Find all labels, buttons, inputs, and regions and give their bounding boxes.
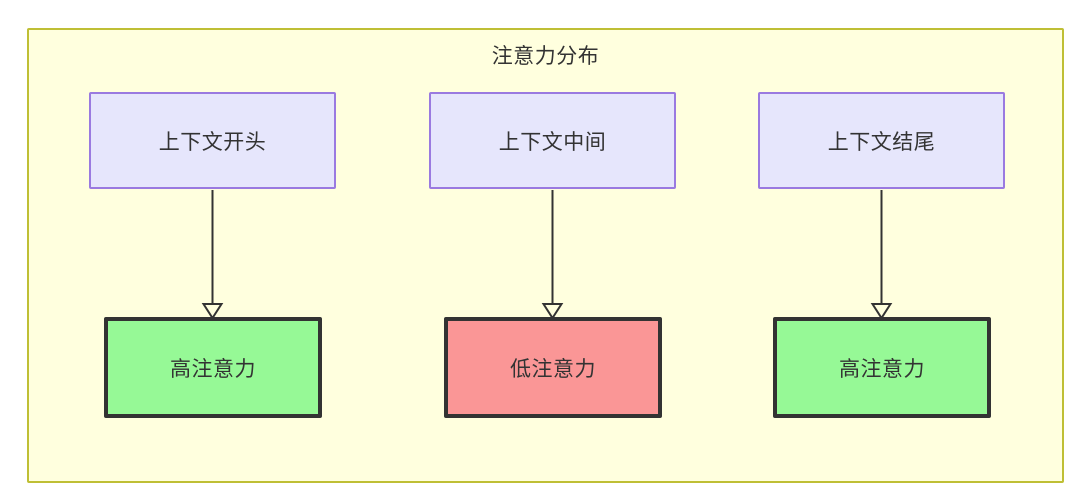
node-label: 高注意力 xyxy=(839,357,925,381)
node-label: 高注意力 xyxy=(170,357,256,381)
node-label: 上下文中间 xyxy=(498,130,607,154)
node-low-attention-middle[interactable]: 低注意力 xyxy=(444,317,662,418)
node-label: 上下文结尾 xyxy=(827,130,936,154)
subgraph-title: 注意力分布 xyxy=(491,45,600,68)
node-high-attention-start[interactable]: 高注意力 xyxy=(104,317,322,418)
node-context-middle[interactable]: 上下文中间 xyxy=(429,92,676,189)
node-label: 上下文开头 xyxy=(158,130,267,154)
node-context-start[interactable]: 上下文开头 xyxy=(89,92,336,189)
node-context-end[interactable]: 上下文结尾 xyxy=(758,92,1005,189)
node-high-attention-end[interactable]: 高注意力 xyxy=(773,317,991,418)
node-label: 低注意力 xyxy=(510,357,596,381)
